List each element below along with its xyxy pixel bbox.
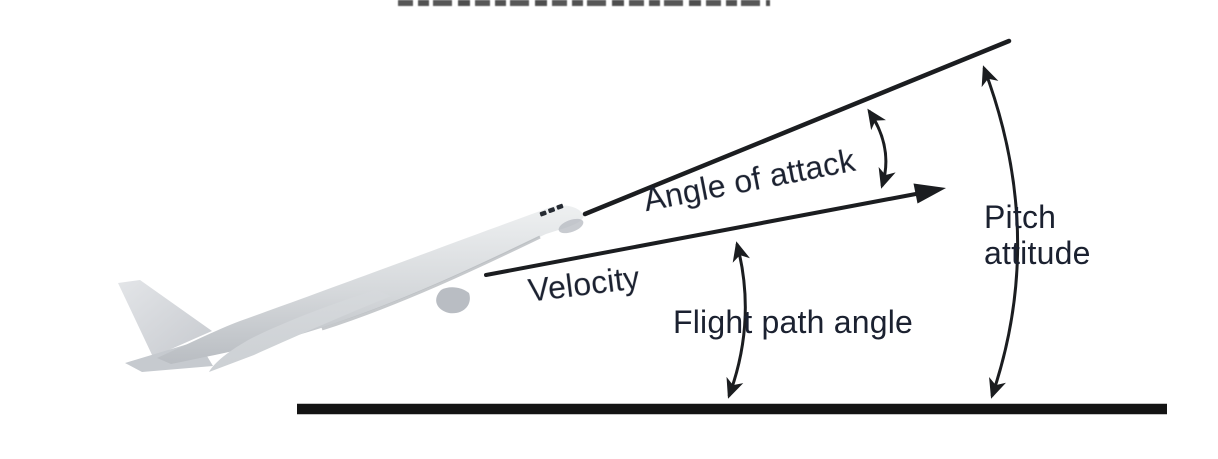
flight-path-angle-arc: [726, 241, 750, 399]
angle-of-attack-arc: [867, 108, 896, 189]
flight-path-angle-label: Flight path angle: [673, 304, 914, 340]
airplane-wing: [209, 290, 391, 372]
cropped-text-remnant: [398, 0, 770, 6]
airplane-illustration: [118, 203, 584, 372]
pitch-attitude-line: [582, 38, 1012, 217]
pitch-attitude-label: Pitch attitude: [984, 199, 1091, 272]
velocity-arrowhead-icon: [913, 183, 946, 204]
airplane-engine: [436, 287, 470, 314]
airplane-belly-shading: [321, 235, 541, 331]
airplane-fuselage: [157, 205, 584, 364]
airplane-nose-shading: [558, 218, 584, 234]
pitch-attitude-arc: [981, 65, 1020, 399]
cockpit-windows-icon: [539, 203, 564, 217]
velocity-vector-line: [484, 191, 923, 277]
airplane-tail-fin: [118, 280, 212, 357]
